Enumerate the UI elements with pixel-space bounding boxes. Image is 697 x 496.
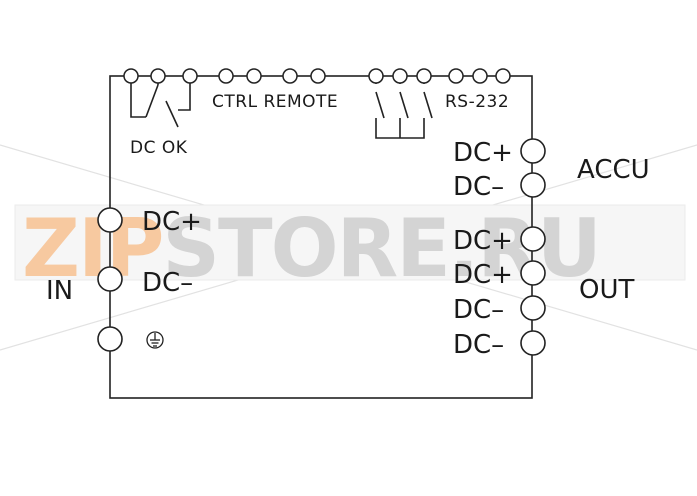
ground-terminal: [97, 326, 123, 352]
accu-dc-minus-label: DC–: [453, 172, 504, 202]
out-dc-minus-terminal-2: [520, 330, 546, 356]
in-dc-minus-terminal: [97, 266, 123, 292]
out-dc-minus-label-2: DC–: [453, 330, 504, 360]
rs232-terminal-3: [495, 68, 511, 84]
in-dc-plus-terminal: [97, 207, 123, 233]
in-dc-plus-label: DC+: [142, 207, 202, 237]
ctrl-remote-terminal-1: [218, 68, 234, 84]
dc-ok-label: DC OK: [130, 138, 188, 158]
rs232-relay-terminal-3: [416, 68, 432, 84]
in-label: IN: [46, 276, 73, 306]
dc-ok-terminal-2: [150, 68, 166, 84]
ctrl-remote-label: CTRL REMOTE: [212, 92, 338, 112]
accu-dc-minus-terminal: [520, 172, 546, 198]
rs232-relay-terminal-1: [368, 68, 384, 84]
out-dc-minus-terminal-1: [520, 295, 546, 321]
rs232-label: RS-232: [445, 92, 509, 112]
out-dc-plus-terminal-2: [520, 260, 546, 286]
accu-label: ACCU: [577, 155, 650, 185]
out-label: OUT: [579, 275, 634, 305]
out-dc-plus-label-1: DC+: [453, 226, 513, 256]
accu-dc-plus-label: DC+: [453, 138, 513, 168]
out-dc-plus-terminal-1: [520, 226, 546, 252]
ctrl-remote-terminal-4: [310, 68, 326, 84]
dc-ok-terminal-3: [182, 68, 198, 84]
out-dc-plus-label-2: DC+: [453, 260, 513, 290]
dc-ok-terminal-1: [123, 68, 139, 84]
watermark: ZIPSTORE.RU: [0, 144, 697, 351]
watermark-brand-a: ZIP: [22, 202, 162, 295]
rs232-terminal-1: [448, 68, 464, 84]
ctrl-remote-terminal-2: [246, 68, 262, 84]
accu-dc-plus-terminal: [520, 138, 546, 164]
in-dc-minus-label: DC–: [142, 268, 193, 298]
dc-ok-relay: [130, 76, 191, 128]
rs232-relay-terminal-2: [392, 68, 408, 84]
rs232-relays: [375, 76, 433, 139]
earth-ground-icon: [146, 331, 164, 349]
rs232-terminal-2: [472, 68, 488, 84]
out-dc-minus-label-1: DC–: [453, 295, 504, 325]
ctrl-remote-terminal-3: [282, 68, 298, 84]
